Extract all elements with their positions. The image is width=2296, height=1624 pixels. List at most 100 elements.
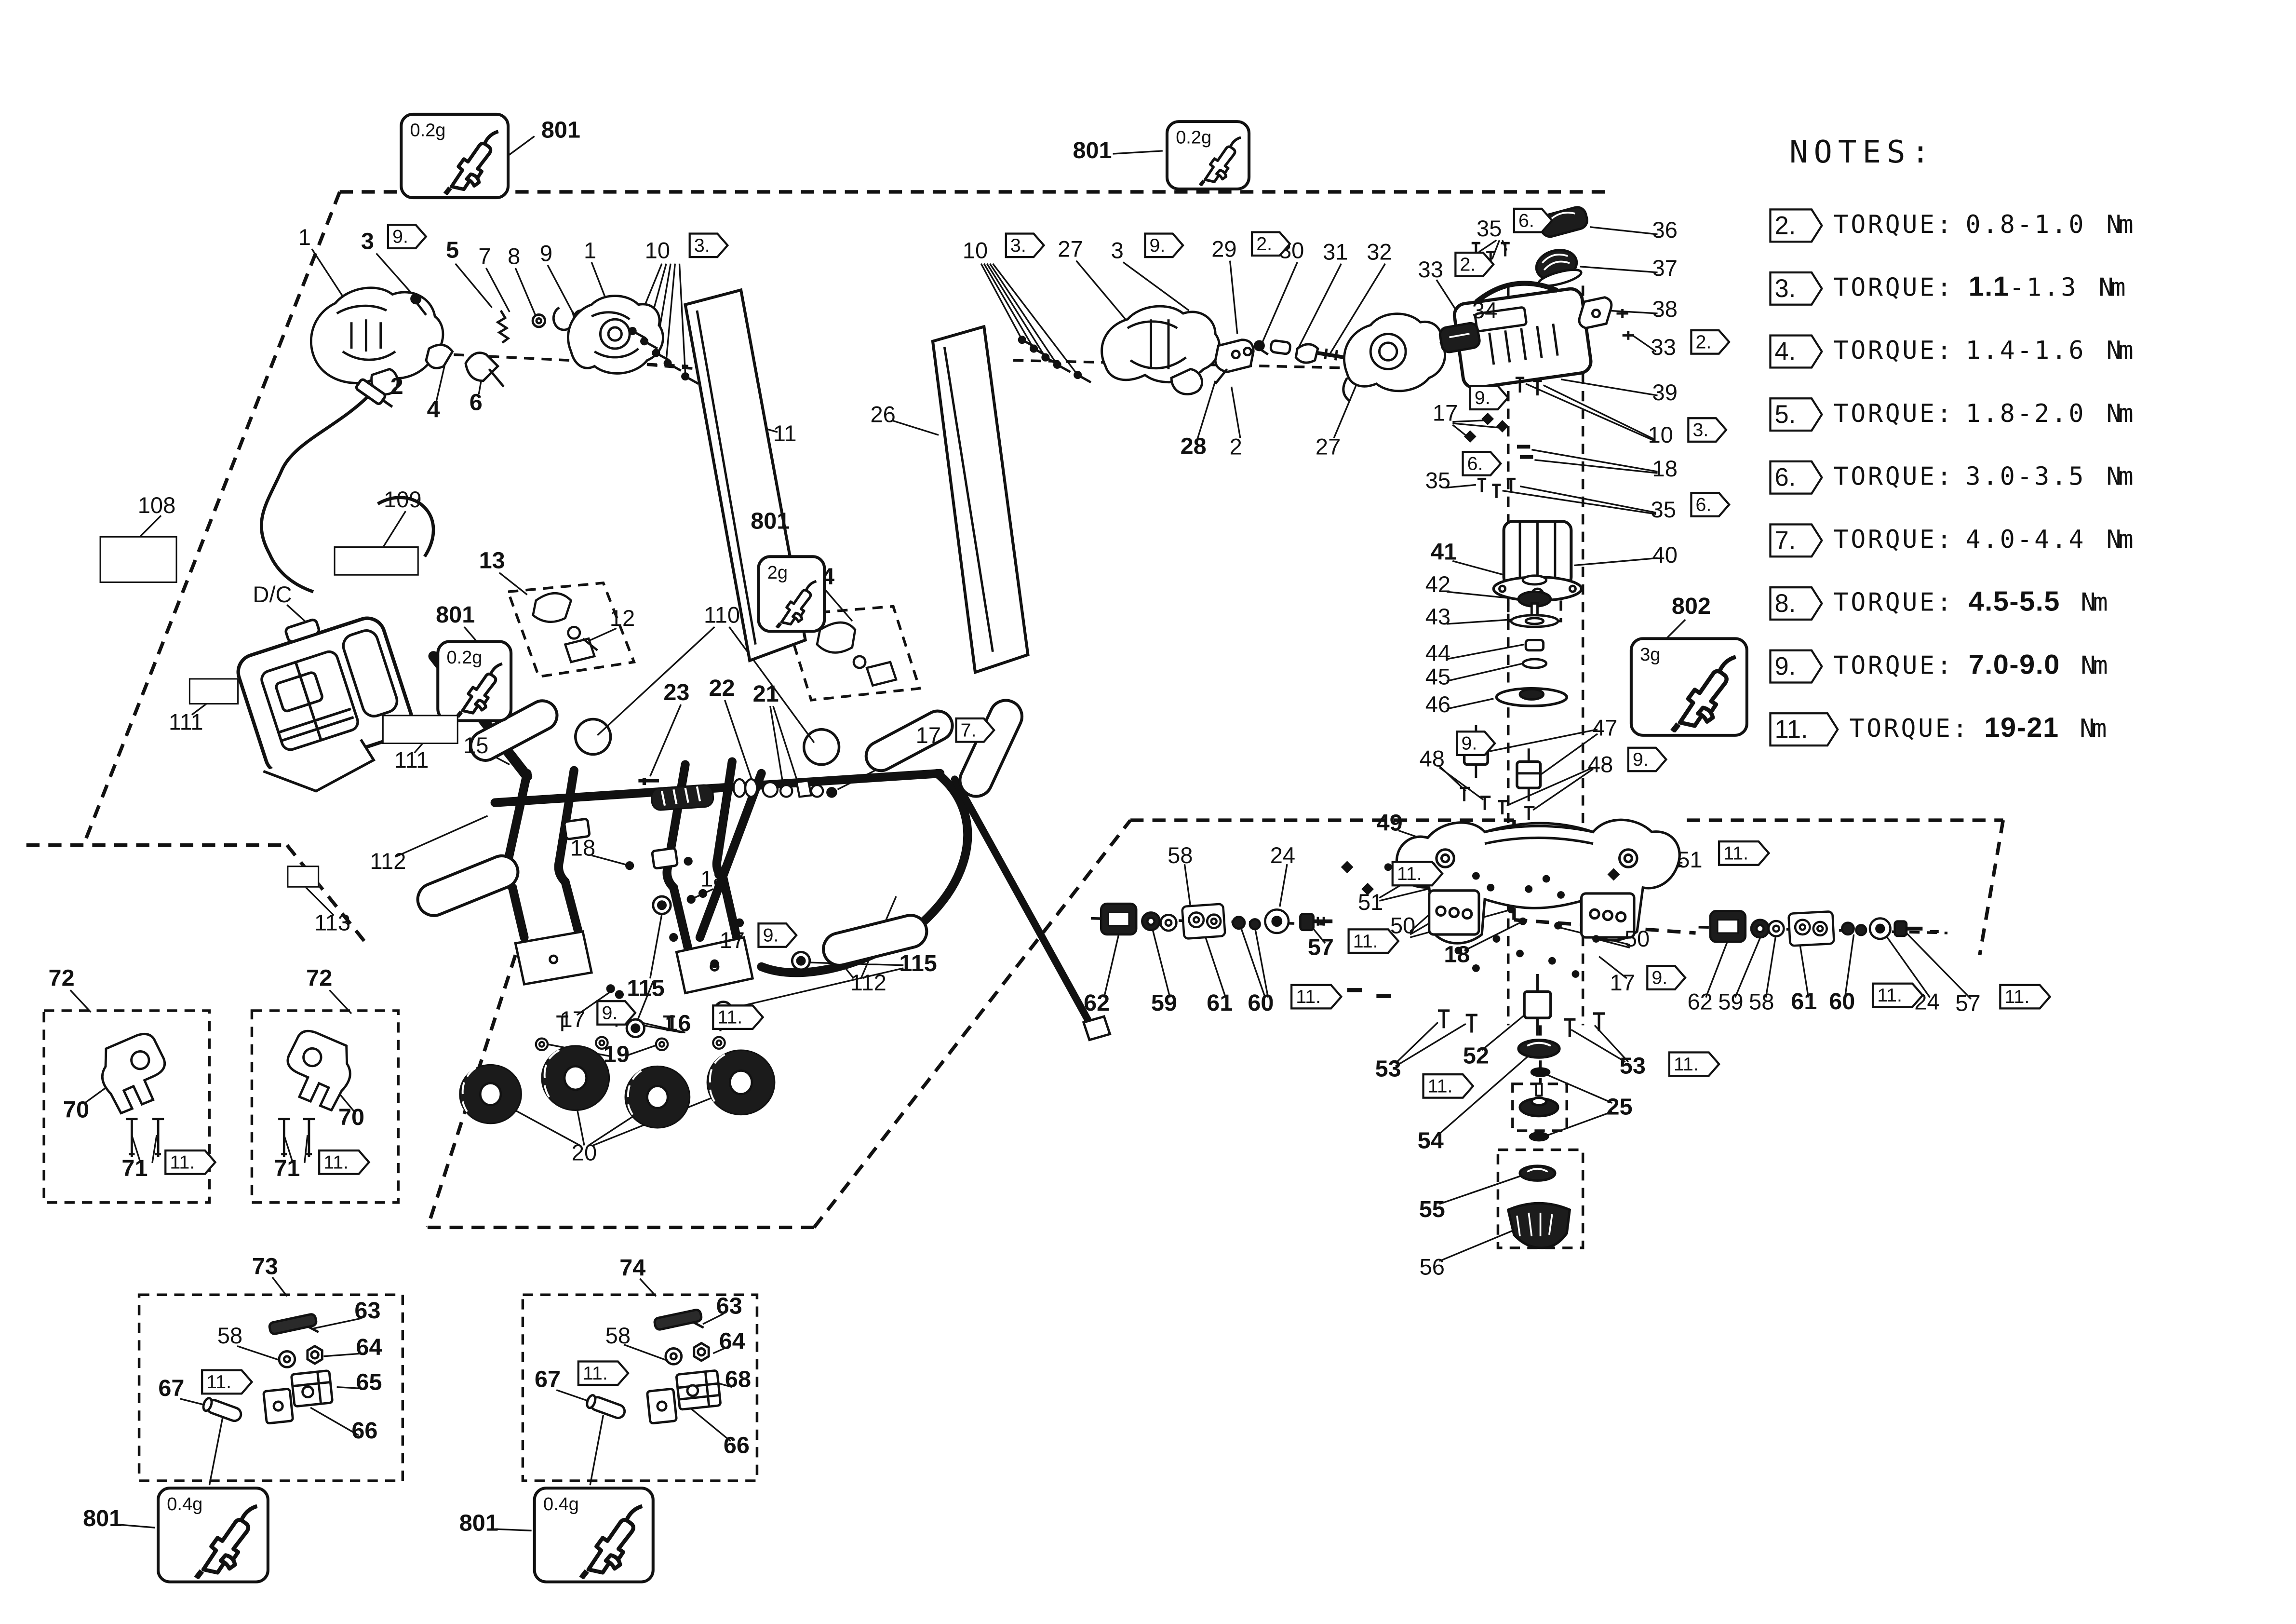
part-label-44: 44 <box>1425 642 1451 667</box>
torque-flag-shape: 7. <box>1769 523 1823 558</box>
svg-text:9.: 9. <box>763 925 779 946</box>
part-label-27: 27 <box>1315 435 1341 460</box>
part-label-22: 22 <box>709 677 735 702</box>
part-label-43: 43 <box>1425 605 1451 630</box>
torque-flag-shape: 8. <box>1769 586 1823 621</box>
part-label-111: 111 <box>168 710 203 736</box>
part-label-72: 72 <box>306 966 333 992</box>
lubricant-label-801: 801 <box>541 119 580 144</box>
part-label-7: 7 <box>478 245 491 270</box>
torque-flag-11: 11. <box>1290 984 1343 1017</box>
svg-text:3.: 3. <box>1775 275 1796 303</box>
part-label-61: 61 <box>1791 990 1817 1015</box>
part-label-54: 54 <box>1417 1129 1444 1154</box>
part-label-6: 6 <box>469 391 483 416</box>
part-label-60: 60 <box>1248 991 1274 1017</box>
torque-flag-shape: 11. <box>1347 928 1400 954</box>
torque-value: 4.0-4.4 <box>1965 526 2086 555</box>
torque-flag-9: 9. <box>1469 384 1510 418</box>
torque-flag-shape: 9. <box>1456 731 1496 757</box>
lubricant-amount: 0.4g <box>543 1494 579 1515</box>
lubricant-label-801: 801 <box>751 510 790 535</box>
part-label-48: 48 <box>1587 753 1613 778</box>
torque-flag-shape: 11. <box>577 1360 630 1386</box>
lubricant-label-801: 801 <box>83 1507 122 1532</box>
torque-flag-shape: 11. <box>1391 861 1444 887</box>
part-label-12: 12 <box>609 607 635 632</box>
torque-label: TORQUE: <box>1833 526 1954 555</box>
torque-flag-shape: 9. <box>596 1000 637 1026</box>
grease-gun-icon <box>194 1504 258 1579</box>
torque-flag-9: 9. <box>1627 746 1668 780</box>
lubricant-label-801: 801 <box>1073 139 1112 164</box>
torque-flag-9: 9. <box>1455 730 1496 764</box>
torque-flag-shape: 11. <box>1999 984 2052 1010</box>
part-label-58: 58 <box>1168 844 1193 869</box>
lubricant-box-801: 0.2g <box>1165 120 1251 190</box>
part-label-17: 17 <box>1610 971 1635 997</box>
svg-text:2.: 2. <box>1256 233 1272 255</box>
torque-flag-6: 6. <box>1690 491 1731 525</box>
part-label-2: 2 <box>1229 435 1242 460</box>
torque-flag-11: 11. <box>1999 984 2052 1017</box>
svg-text:11.: 11. <box>323 1151 349 1173</box>
part-label-112: 112 <box>850 971 886 997</box>
torque-unit: Nm <box>2106 337 2134 366</box>
torque-unit: Nm <box>2080 715 2107 744</box>
part-label-33: 33 <box>1418 258 1443 284</box>
torque-flag-7: 7. <box>955 717 996 751</box>
torque-flag-11: 11. <box>577 1360 630 1394</box>
torque-unit: Nm <box>2106 526 2134 555</box>
torque-flag-shape: 2. <box>1690 329 1731 355</box>
part-label-67: 67 <box>535 1368 561 1393</box>
part-label-34: 34 <box>1472 299 1498 325</box>
torque-flag-6: 6. <box>1513 207 1554 241</box>
torque-flag-shape: 2. <box>1251 231 1291 257</box>
torque-flag-shape: 4. <box>1769 334 1823 369</box>
torque-value: 1.8-2.0 <box>1965 400 2086 430</box>
part-label-15: 15 <box>463 734 489 759</box>
part-label-3: 3 <box>361 230 374 255</box>
part-label-39: 39 <box>1652 381 1678 406</box>
part-label-17: 17 <box>915 724 941 749</box>
torque-label: TORQUE: <box>1833 337 1954 366</box>
torque-unit: Nm <box>2098 274 2126 303</box>
part-label-53: 53 <box>1375 1057 1401 1083</box>
wheels-sketch <box>459 1045 776 1129</box>
part-label-62: 62 <box>1687 990 1713 1015</box>
grease-gun-icon <box>455 662 503 718</box>
blank-label-plate <box>334 546 419 576</box>
part-label-27: 27 <box>1058 237 1083 263</box>
front-handle-assembly-sketch <box>309 286 1030 675</box>
torque-flag-9: 9. <box>757 922 798 956</box>
torque-flag-shape: 6. <box>1690 492 1731 517</box>
torque-flag-2: 2. <box>1690 329 1731 363</box>
latch-kit-74 <box>586 1309 722 1425</box>
torque-unit: Nm <box>2081 589 2108 618</box>
part-label-60: 60 <box>1829 990 1855 1015</box>
torque-label: TORQUE: <box>1833 400 1954 430</box>
torque-flag-shape: 11. <box>1769 712 1839 747</box>
svg-text:11.: 11. <box>1877 985 1902 1006</box>
notes-title: NOTES: <box>1789 135 1936 170</box>
part-label-4: 4 <box>427 398 440 423</box>
torque-flag-shape: 9. <box>1646 965 1687 991</box>
svg-text:3.: 3. <box>1010 235 1026 256</box>
grease-gun-icon <box>579 1504 643 1579</box>
part-label-66: 66 <box>351 1419 378 1445</box>
torque-flag-shape: 5. <box>1769 397 1823 432</box>
lubricant-label-801: 801 <box>436 603 475 629</box>
torque-value: 3.0-3.5 <box>1965 462 2086 492</box>
lubricant-amount: 0.4g <box>167 1494 203 1515</box>
svg-text:7.: 7. <box>961 719 977 741</box>
part-label-41: 41 <box>1431 540 1457 566</box>
part-label-113: 113 <box>314 911 351 936</box>
torque-value: -1.3 <box>2009 274 2079 303</box>
